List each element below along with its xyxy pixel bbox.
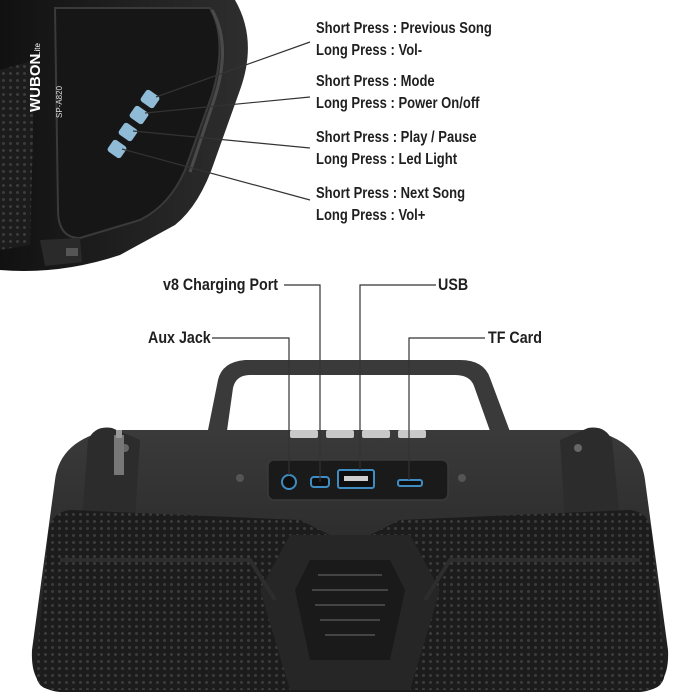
button-2-short-label: Short Press : Mode (316, 73, 435, 90)
button-2-long-label: Long Press : Power On/off (316, 95, 480, 112)
button-3-short-label: Short Press : Play / Pause (316, 129, 477, 146)
port-callout-lines (212, 284, 485, 482)
next-song-button[interactable] (106, 139, 127, 160)
model-number: SP-A820 (55, 85, 64, 118)
mode-button[interactable] (128, 105, 149, 126)
closeup-buttons (106, 89, 160, 160)
button-callout-lines (121, 41, 311, 201)
previous-song-button[interactable] (139, 89, 160, 110)
speaker-closeup: WUBON Lite SP-A820 (0, 0, 248, 271)
v8-charging-port-label: v8 Charging Port (163, 275, 279, 294)
usb-label: USB (438, 275, 469, 294)
aux-jack-label: Aux Jack (148, 328, 211, 347)
brand-logo-suffix: Lite (33, 43, 42, 56)
button-1-long-label: Long Press : Vol- (316, 42, 423, 59)
tf-card-slot (397, 479, 423, 487)
button-1-short-label: Short Press : Previous Song (316, 20, 492, 37)
brand-logo: WUBON (27, 54, 44, 112)
play-pause-button[interactable] (117, 122, 138, 143)
tf-card-label: TF Card (488, 328, 542, 347)
closeup-grill (0, 60, 35, 250)
button-3-long-label: Long Press : Led Light (316, 151, 458, 168)
speaker-body (31, 360, 669, 692)
button-4-long-label: Long Press : Vol+ (316, 207, 426, 224)
aux-jack (281, 474, 297, 490)
button-4-short-label: Short Press : Next Song (316, 185, 466, 202)
